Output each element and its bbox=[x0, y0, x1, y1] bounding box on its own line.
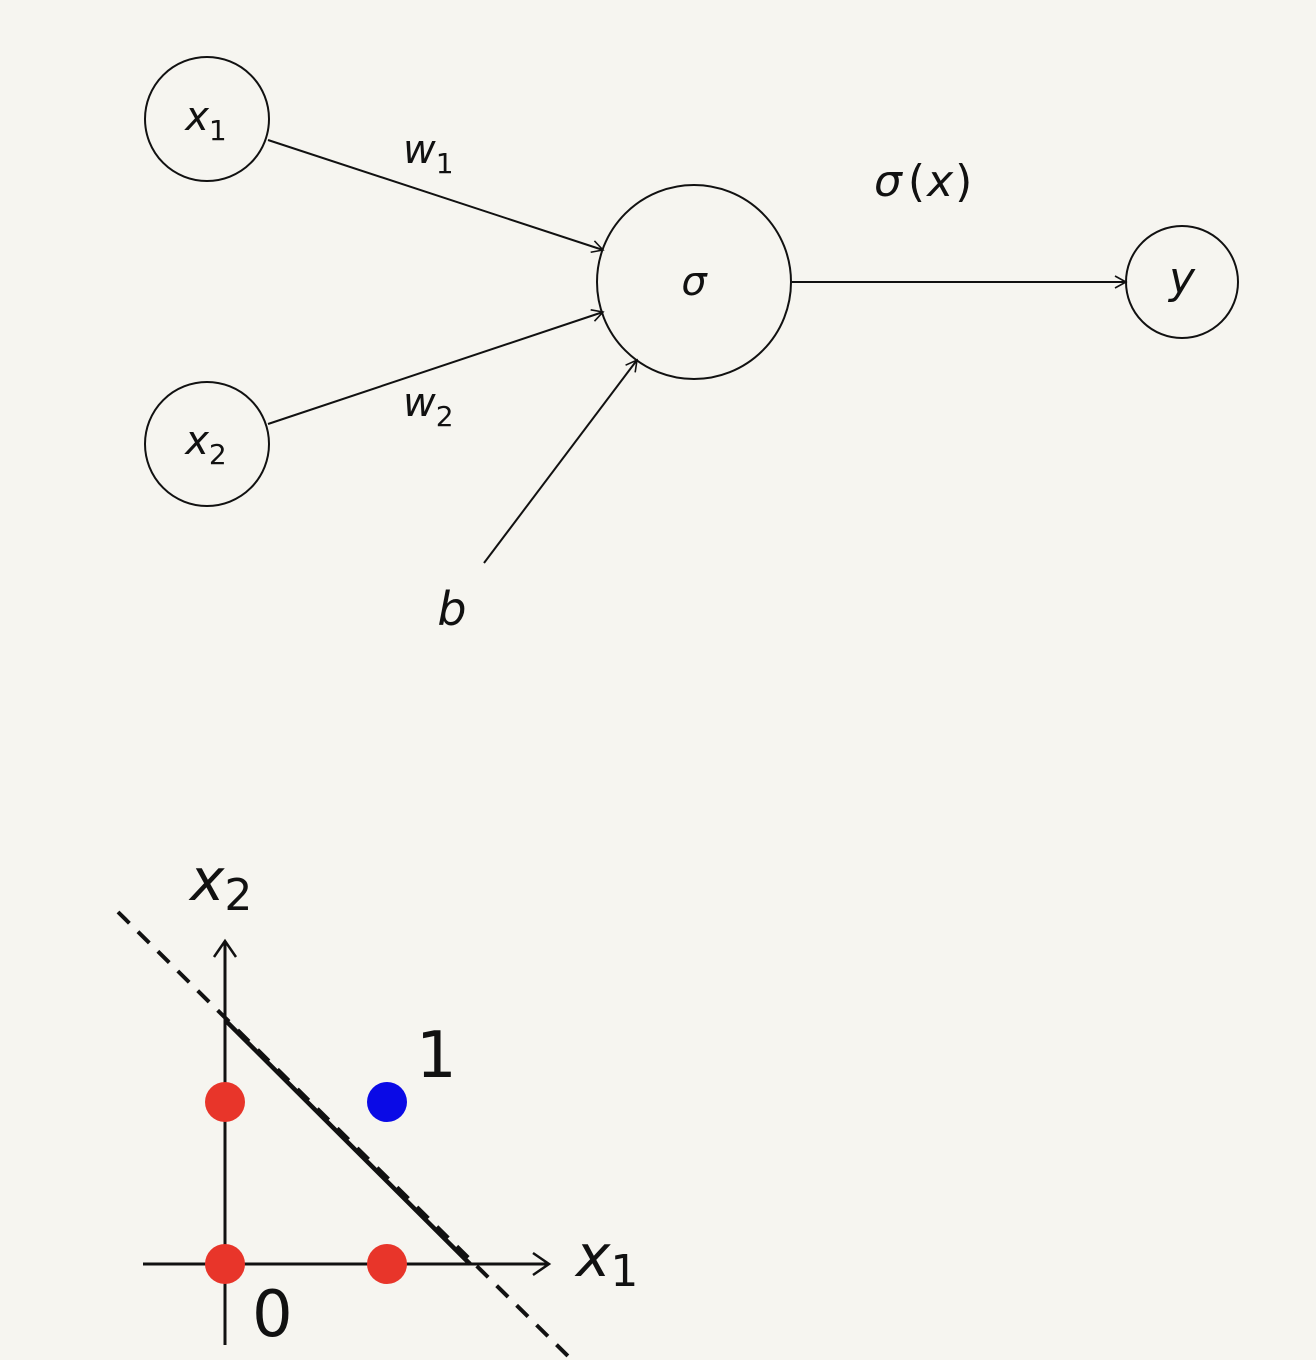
x1-axis-sub: 1 bbox=[610, 1246, 638, 1297]
edge-bias-to-neuron bbox=[483, 358, 639, 564]
decision-boundary-plot: 1 0 x2 x1 bbox=[116, 846, 638, 1360]
x1-axis-var: x bbox=[574, 1222, 611, 1290]
neuron-symbol: σ bbox=[681, 259, 708, 305]
output-symbol: y bbox=[1167, 253, 1196, 304]
weight-w1-sub: 1 bbox=[436, 147, 454, 180]
data-point-1-1 bbox=[367, 1082, 407, 1122]
x2-axis-arrowhead bbox=[212, 938, 238, 958]
weight-label-w2: w2 bbox=[403, 380, 454, 433]
input-node-x1-sub: 1 bbox=[209, 114, 227, 147]
activation-open-paren: ( bbox=[908, 156, 925, 207]
neuron-node: σ bbox=[596, 184, 792, 380]
weight-w2-var: w bbox=[403, 380, 436, 426]
data-point-0-0 bbox=[205, 1244, 245, 1284]
x2-axis-sub: 2 bbox=[224, 870, 252, 921]
activation-fn: σ bbox=[874, 156, 903, 207]
svg-text:x2: x2 bbox=[183, 418, 227, 471]
input-node-x1: x1 bbox=[144, 56, 270, 182]
bias-label: b bbox=[437, 582, 466, 636]
x2-axis-var: x bbox=[188, 846, 225, 914]
perceptron-diagram: x1 x2 σ y w1 w2 bbox=[144, 56, 1239, 636]
x1-axis-label: x1 bbox=[574, 1222, 638, 1297]
edge-x2-to-neuron bbox=[267, 309, 605, 425]
input-node-x1-var: x bbox=[183, 94, 209, 140]
data-point-1-0 bbox=[367, 1244, 407, 1284]
x2-axis-label: x2 bbox=[188, 846, 252, 921]
x1-axis-arrowhead bbox=[532, 1251, 552, 1277]
edge-x1-to-neuron bbox=[267, 139, 605, 254]
input-node-x2: x2 bbox=[144, 381, 270, 507]
decision-boundary-segment bbox=[223, 1018, 472, 1266]
activation-arg: x bbox=[925, 156, 954, 207]
class-one-label: 1 bbox=[416, 1019, 457, 1093]
svg-text:x1: x1 bbox=[183, 94, 227, 147]
activation-label: σ(x) bbox=[874, 156, 972, 207]
input-node-x2-var: x bbox=[183, 418, 209, 464]
class-zero-label: 0 bbox=[252, 1278, 293, 1352]
decision-boundary-dashed bbox=[116, 910, 574, 1360]
weight-label-w1: w1 bbox=[403, 127, 454, 180]
activation-close-paren: ) bbox=[955, 156, 972, 207]
weight-w1-var: w bbox=[403, 127, 436, 173]
data-point-0-1 bbox=[205, 1082, 245, 1122]
output-node: y bbox=[1125, 225, 1239, 339]
input-node-x2-sub: 2 bbox=[209, 438, 227, 471]
weight-w2-sub: 2 bbox=[436, 400, 454, 433]
